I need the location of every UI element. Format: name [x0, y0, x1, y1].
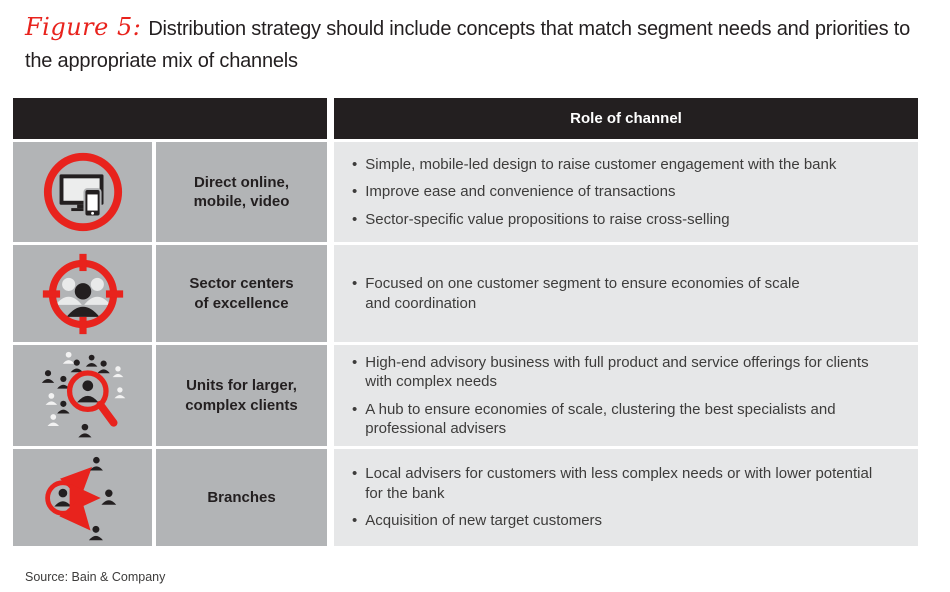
bullet-item: • Local advisers for customers with less …: [352, 464, 902, 503]
devices-red-ring-icon: [43, 153, 122, 232]
bullet-dot: •: [352, 155, 358, 173]
icon-cell: [13, 449, 152, 547]
figure-number-label: Figure 5:: [25, 13, 142, 41]
role-cell: • Focused on one customer segment to ensu…: [334, 245, 918, 343]
bullet-dot: •: [352, 275, 358, 293]
role-cell: • High-end advisory business with full pr…: [334, 345, 918, 447]
bullet-dot: •: [352, 512, 358, 530]
magnifier-crowd-icon: [41, 351, 125, 438]
bullet-dot: •: [352, 353, 358, 371]
bullet-item: • Sector-specific value propositions to r…: [352, 210, 902, 230]
bullet-text: Sector-specific value propositions to ra…: [365, 210, 730, 228]
channel-label: Branches: [156, 449, 327, 547]
channel-label: Units for larger, complex clients: [156, 345, 327, 447]
bullet-item: • Focused on one customer segment to ensu…: [352, 274, 902, 313]
icon-cell: [13, 345, 152, 447]
table-header-row: Role of channel: [13, 98, 918, 140]
table-row: Branches • Local advisers for customers w…: [13, 449, 918, 547]
bullet-item: • Improve ease and convenience of transac…: [352, 182, 902, 202]
bullet-text: A hub to ensure economies of scale, clus…: [365, 400, 836, 438]
bullet-item: • Acquisition of new target customers: [352, 511, 902, 531]
table-row: Units for larger, complex clients • High-…: [13, 345, 918, 447]
bullet-dot: •: [352, 400, 358, 418]
bullet-text: Improve ease and convenience of transact…: [365, 183, 676, 201]
icon-cell: [13, 142, 152, 243]
branch-arrows-icon: [44, 456, 116, 540]
channel-label: Direct online, mobile, video: [156, 142, 327, 243]
bullet-item: • Simple, mobile-led design to raise cust…: [352, 155, 902, 175]
channel-strategy-table: Role of channel Direct online, mobile, v…: [13, 98, 918, 547]
header-role-of-channel: Role of channel: [334, 98, 918, 140]
channel-label: Sector centers of excellence: [156, 245, 327, 343]
bullet-dot: •: [352, 465, 358, 483]
bullet-text: High-end advisory business with full pro…: [365, 353, 869, 391]
target-people-icon: [42, 253, 123, 334]
header-channel-block: [13, 98, 327, 140]
role-cell: • Simple, mobile-led design to raise cust…: [334, 142, 918, 243]
figure-title: Figure 5:Distribution strategy should in…: [25, 9, 930, 77]
bullet-dot: •: [352, 210, 358, 228]
icon-cell: [13, 245, 152, 343]
bullet-text: Simple, mobile-led design to raise custo…: [365, 155, 837, 173]
bullet-text: Acquisition of new target customers: [365, 512, 603, 530]
bullet-item: • A hub to ensure economies of scale, clu…: [352, 400, 902, 439]
bullet-text: Local advisers for customers with less c…: [365, 465, 873, 502]
bullet-text: Focused on one customer segment to ensur…: [365, 275, 800, 312]
bullet-item: • High-end advisory business with full pr…: [352, 353, 902, 392]
source-attribution: Source: Bain & Company: [25, 570, 166, 585]
table-row: Direct online, mobile, video • Simple, mo…: [13, 142, 918, 243]
role-cell: • Local advisers for customers with less …: [334, 449, 918, 547]
figure-title-text: Distribution strategy should include con…: [25, 18, 911, 73]
table-row: Sector centers of excellence • Focused on…: [13, 245, 918, 343]
bullet-dot: •: [352, 183, 358, 201]
